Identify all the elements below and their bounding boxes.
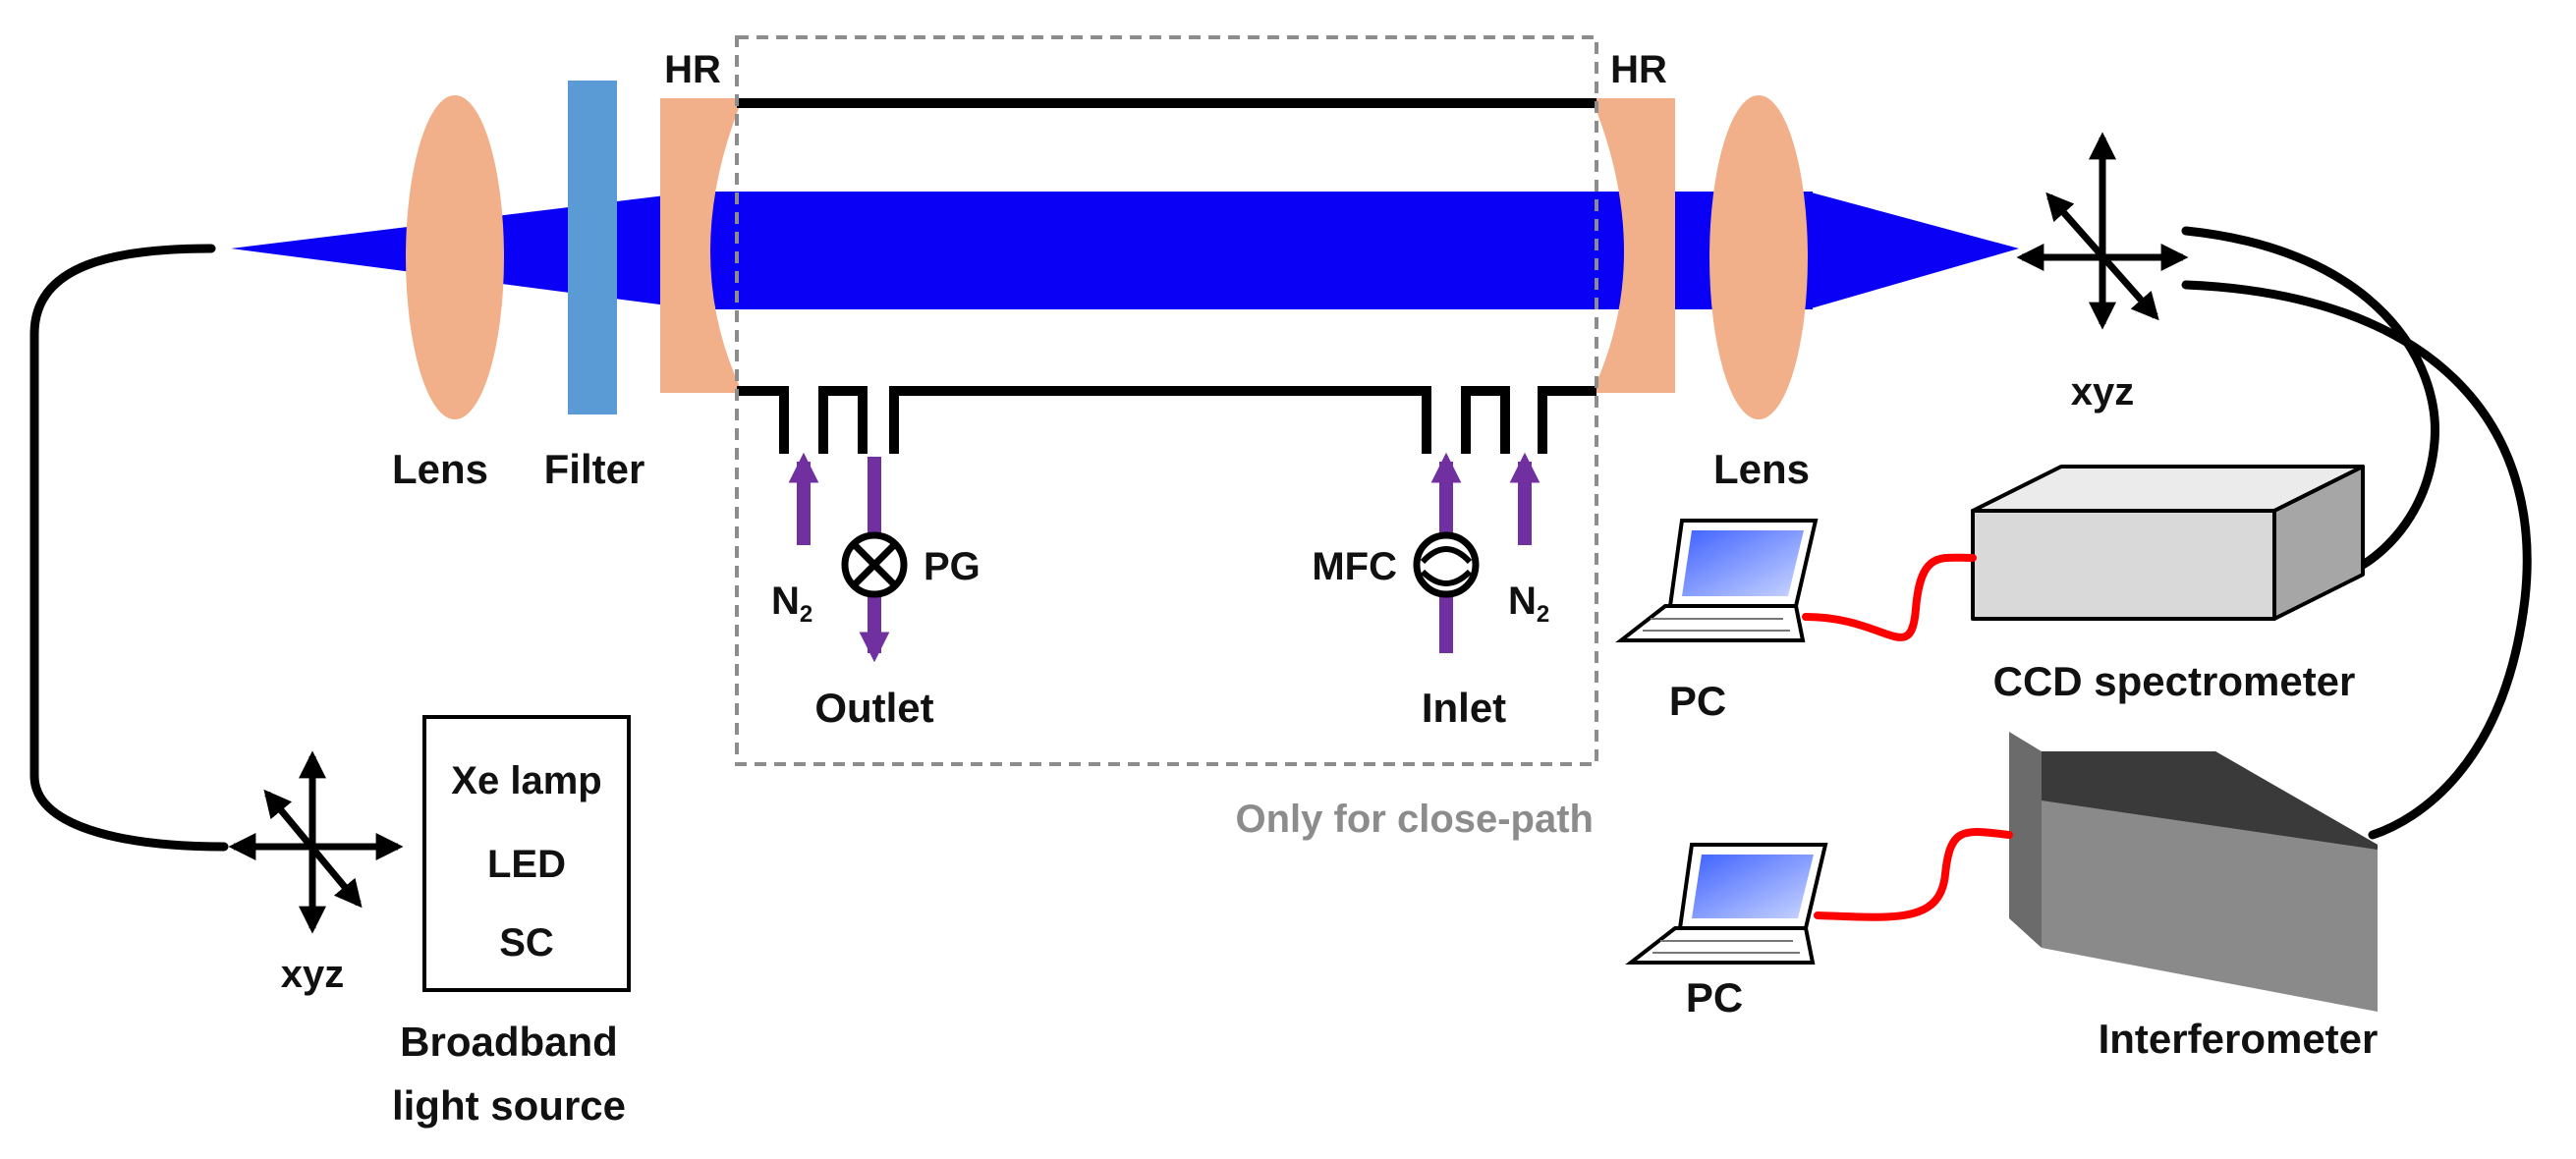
- lens-left: [406, 95, 504, 419]
- pc-top-label: PC: [1669, 678, 1726, 724]
- lens-left-label: Lens: [392, 446, 488, 492]
- source-line-xe-lamp: Xe lamp: [451, 759, 601, 802]
- close-path-dashed-box: [735, 35, 1598, 766]
- hr-mirror-right: [1592, 98, 1675, 393]
- lens-right: [1709, 95, 1808, 419]
- interferometer-label: Interferometer: [2099, 1016, 2379, 1062]
- xyz-cross-arrows-icon: [228, 750, 404, 934]
- inlet-label: Inlet: [1422, 685, 1506, 731]
- n2-outlet-label: N2: [771, 580, 812, 628]
- broadband-label-line1: Broadband: [400, 1019, 618, 1065]
- cell-bottom-wall-with-ports: [737, 386, 1596, 454]
- fiber-cell-to-interferometer: [2181, 280, 2532, 840]
- beam-cone-right: [1808, 192, 2019, 309]
- source-line-sc: SC: [499, 921, 554, 965]
- gas-cell: [737, 98, 1596, 454]
- n2-inlet-main: N: [1508, 580, 1537, 623]
- pressure-gauge-icon: [841, 531, 908, 598]
- filter: [568, 81, 617, 414]
- ccd-spectrometer-label: CCD spectrometer: [1993, 658, 2356, 704]
- laptop-icon: [1625, 843, 1828, 965]
- outlet-label: Outlet: [814, 685, 933, 731]
- hr-right-label: HR: [1610, 48, 1667, 91]
- mass-flow-controller-icon: [1413, 531, 1480, 598]
- fiber-source-to-cell: [29, 244, 229, 852]
- interferometer-box: [2009, 732, 2378, 1012]
- filter-label: Filter: [544, 446, 645, 492]
- n2-inlet-label: N2: [1508, 580, 1549, 628]
- data-cables: [1802, 553, 2013, 921]
- broadband-label-line2: light source: [392, 1082, 626, 1129]
- laptop-icon: [1615, 519, 1819, 642]
- n2-outlet-main: N: [771, 580, 800, 623]
- xyz-bottom-label: xyz: [281, 953, 345, 996]
- fiber-cell-to-ccd: [2181, 226, 2439, 570]
- hr-mirror-left: [660, 98, 743, 393]
- close-path-label: Only for close-path: [1236, 798, 1595, 841]
- broadband-source-box: [422, 715, 631, 992]
- hr-left-label: HR: [664, 48, 721, 91]
- pc-bottom-label: PC: [1686, 974, 1743, 1021]
- source-line-led: LED: [487, 843, 566, 886]
- mfc-label: MFC: [1312, 545, 1397, 588]
- xyz-top-label: xyz: [2071, 370, 2135, 414]
- optical-fibers: [29, 226, 2532, 852]
- n2-outlet-sub: 2: [800, 601, 812, 628]
- n2-inlet-sub: 2: [1537, 601, 1549, 628]
- lens-right-label: Lens: [1713, 446, 1810, 492]
- cable-pc-to-interferometer: [1814, 828, 2013, 921]
- pg-label: PG: [924, 545, 980, 588]
- cable-pc-to-ccd: [1802, 553, 1977, 641]
- xyz-cross-arrows-icon: [2016, 132, 2189, 330]
- ccd-spectrometer-box: [1971, 465, 2365, 621]
